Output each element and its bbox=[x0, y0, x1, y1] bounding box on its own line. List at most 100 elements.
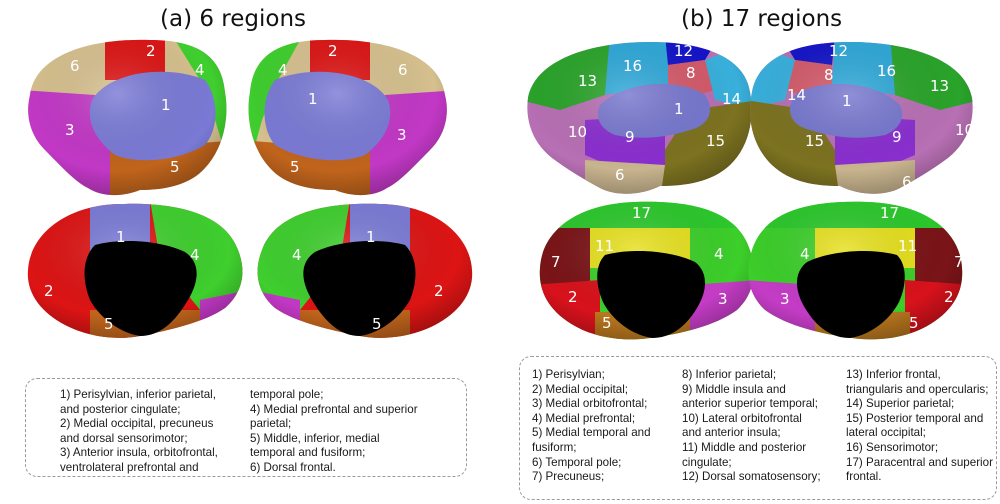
brain-a-lateral-right: 4 2 6 1 3 5 bbox=[248, 39, 447, 196]
brain-b-lr-label-9: 6 bbox=[902, 173, 912, 191]
legend-box-b bbox=[519, 356, 997, 500]
brain-b-ll-label-5: 1 bbox=[674, 100, 684, 118]
legend-a-item: and dorsal sensorimotor; bbox=[60, 431, 188, 445]
brain-b-ll-label-3: 13 bbox=[578, 72, 597, 90]
legend-b-col3: 13) Inferior frontal, triangularis and o… bbox=[846, 368, 993, 485]
brain-b-mr-label-5: 2 bbox=[944, 288, 954, 306]
legend-b-col2: 8) Inferior parietal; 9) Middle insula a… bbox=[682, 368, 821, 485]
legend-b-item: lateral occipital; bbox=[846, 426, 926, 440]
brain-a-ll-label-1: 2 bbox=[146, 42, 156, 60]
brain-b-mr-label-1: 11 bbox=[898, 237, 917, 255]
brain-a-ll-label-4: 3 bbox=[65, 121, 75, 139]
brain-a-lr-label-3: 1 bbox=[308, 90, 318, 108]
brain-a-lr-label-2: 6 bbox=[398, 61, 408, 79]
legend-a-item: parietal; bbox=[250, 417, 292, 431]
legend-b-item: 8) Inferior parietal; bbox=[682, 368, 777, 381]
brain-b-lr-label-8: 10 bbox=[955, 121, 974, 139]
brain-b-mr-label-6: 5 bbox=[909, 314, 919, 332]
legend-a-item: 4) Medial prefrontal and superior bbox=[250, 402, 418, 416]
panel-a-title: (a) 6 regions bbox=[160, 6, 307, 32]
legend-b-item: 1) Perisylvian; bbox=[532, 368, 605, 381]
brain-a-ll-label-3: 1 bbox=[161, 96, 171, 114]
legend-b-item: 5) Medial temporal and bbox=[532, 426, 651, 440]
legend-a-item: ventrolateral prefrontal and bbox=[60, 460, 199, 474]
legend-b-item: 7) Precuneus; bbox=[532, 470, 605, 484]
brain-b-mr-label-4: 3 bbox=[780, 290, 790, 308]
legend-b-item: 4) Medial prefrontal; bbox=[532, 411, 636, 425]
brain-b-ll-label-9: 6 bbox=[615, 166, 625, 184]
legend-a-item: 2) Medial occipital, precuneus bbox=[60, 417, 214, 431]
brain-b-ml-label-6: 5 bbox=[602, 314, 612, 332]
brain-b-medial-right: 17 11 4 7 3 2 5 bbox=[748, 201, 964, 340]
brain-a-medial-right: 4 1 2 5 bbox=[257, 203, 473, 338]
brain-a-ml-label-1: 4 bbox=[190, 246, 200, 264]
legend-b-item: 10) Lateral orbitofrontal bbox=[682, 411, 802, 425]
legend-b-item: 6) Temporal pole; bbox=[532, 455, 622, 469]
brain-a-ml-label-3: 5 bbox=[104, 315, 114, 333]
brain-b-lateral-right: 12 8 16 13 14 1 15 9 10 6 bbox=[750, 42, 974, 194]
brain-a-mr-label-1: 1 bbox=[366, 228, 376, 246]
brain-a-mr-label-3: 5 bbox=[372, 315, 382, 333]
medial-wall bbox=[597, 250, 706, 338]
brain-a-lr-label-0: 4 bbox=[278, 61, 288, 79]
brain-b-medial-left: 17 11 7 4 2 3 5 bbox=[539, 201, 754, 340]
brain-b-lateral-left: 12 16 8 13 14 1 10 9 15 6 bbox=[527, 42, 752, 194]
legend-b-item: 13) Inferior frontal, bbox=[846, 368, 941, 381]
legend-b-item: 2) Medial occipital; bbox=[532, 382, 629, 396]
medial-wall bbox=[303, 240, 416, 336]
brain-b-lr-label-6: 15 bbox=[805, 132, 824, 150]
legend-b-item: 12) Dorsal somatosensory; bbox=[682, 470, 821, 484]
brain-b-lr-label-2: 16 bbox=[877, 62, 896, 80]
medial-wall bbox=[796, 250, 905, 338]
brain-b-ll-label-4: 14 bbox=[722, 90, 741, 108]
brain-b-ml-label-4: 2 bbox=[568, 288, 578, 306]
brain-a-lr-label-5: 5 bbox=[290, 158, 300, 176]
brain-b-ml-label-0: 17 bbox=[632, 204, 651, 222]
legend-a-col2: temporal pole; 4) Medial prefrontal and … bbox=[250, 388, 418, 476]
panel-b-title: (b) 17 regions bbox=[681, 6, 843, 32]
legend-b-item: 15) Posterior temporal and bbox=[846, 411, 984, 425]
brain-b-lr-label-1: 8 bbox=[824, 66, 834, 84]
brain-b-mr-label-3: 7 bbox=[954, 253, 964, 271]
brain-a-ml-label-2: 2 bbox=[44, 282, 54, 300]
brain-a-lr-label-1: 2 bbox=[328, 42, 338, 60]
legend-b-item: 11) Middle and posterior bbox=[682, 440, 807, 454]
brain-b-ml-label-5: 3 bbox=[718, 290, 728, 308]
brain-b-ll-label-8: 15 bbox=[706, 132, 725, 150]
legend-b-item: 17) Paracentral and superior bbox=[846, 455, 993, 469]
legend-b-item: frontal. bbox=[846, 470, 882, 484]
legend-a-item: 6) Dorsal frontal. bbox=[250, 460, 336, 474]
brain-b-ml-label-2: 7 bbox=[551, 253, 561, 271]
brain-a-lateral-left: 6 2 4 1 3 5 bbox=[28, 39, 227, 196]
brain-b-lr-label-5: 1 bbox=[842, 92, 852, 110]
legend-a-item: 1) Perisylvian, inferior parietal, bbox=[60, 388, 216, 401]
brain-b-lr-label-7: 9 bbox=[892, 128, 902, 146]
legend-b-item: cingulate; bbox=[682, 455, 732, 469]
brain-b-ml-label-3: 4 bbox=[714, 245, 724, 263]
legend-a-item: temporal pole; bbox=[250, 388, 324, 401]
legend-b-item: anterior superior temporal; bbox=[682, 397, 818, 411]
brain-b-ll-label-2: 8 bbox=[686, 64, 696, 82]
legend-b-item: 14) Superior parietal; bbox=[846, 397, 955, 411]
brain-b-lr-label-3: 13 bbox=[930, 77, 949, 95]
brain-b-mr-label-0: 17 bbox=[880, 204, 899, 222]
legend-box-a bbox=[25, 378, 467, 477]
legend-a-item: 3) Anterior insula, orbitofrontal, bbox=[60, 446, 218, 460]
brain-a-medial-left: 1 4 2 5 bbox=[27, 203, 243, 338]
legend-b-item: 9) Middle insula and bbox=[682, 382, 786, 396]
brain-b-lr-label-0: 12 bbox=[829, 42, 848, 60]
legend-a-item: and posterior cingulate; bbox=[60, 402, 181, 416]
legend-a-item: temporal and fusiform; bbox=[250, 446, 366, 460]
legend-b-item: and anterior insula; bbox=[682, 426, 781, 440]
legend-b-item: fusiform; bbox=[532, 440, 577, 454]
legend-b-item: triangularis and opercularis; bbox=[846, 382, 989, 396]
brain-b-ll-label-0: 12 bbox=[674, 42, 693, 60]
legend-b-item: 3) Medial orbitofrontal; bbox=[532, 397, 648, 411]
brain-b-ll-label-7: 9 bbox=[625, 128, 635, 146]
brain-b-ll-label-1: 16 bbox=[623, 57, 642, 75]
brain-a-mr-label-0: 4 bbox=[292, 246, 302, 264]
legend-a-item: 5) Middle, inferior, medial bbox=[250, 431, 380, 445]
brain-b-mr-label-2: 4 bbox=[800, 245, 810, 263]
brain-a-mr-label-2: 2 bbox=[434, 282, 444, 300]
brain-b-ml-label-1: 11 bbox=[595, 237, 614, 255]
